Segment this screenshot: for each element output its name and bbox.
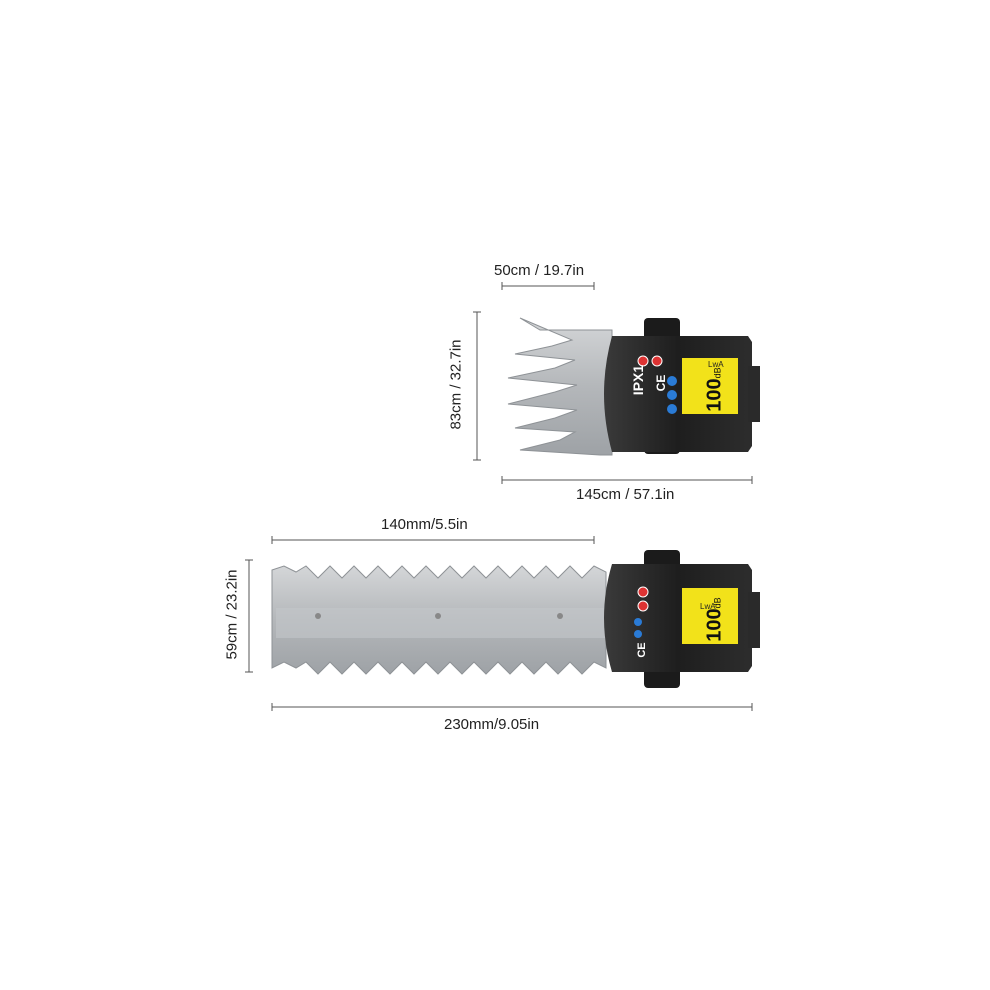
grass-shear-blade xyxy=(507,317,613,456)
decibel-number: 100 xyxy=(703,378,726,412)
top-height-label: 83cm / 32.7in xyxy=(447,339,465,430)
decibel-value: 100dB xyxy=(704,365,727,415)
grass-shear-yellow-label xyxy=(682,358,738,414)
top-width-label: 50cm / 19.7in xyxy=(494,262,585,279)
lwa-label-bottom: LwA xyxy=(700,602,716,611)
hedge-trimmer-icons xyxy=(634,586,649,638)
ce-mark-bottom: CE xyxy=(636,642,648,658)
decibel-unit-bottom: dB xyxy=(712,597,723,609)
bottom-blade-label: 140mm/5.5in xyxy=(381,516,468,533)
decibel-value-bottom: 100dB xyxy=(704,595,727,645)
decibel-unit: dB xyxy=(712,367,723,379)
ipx-rating-label: IPX1 xyxy=(630,364,646,396)
top-total-label: 145cm / 57.1in xyxy=(576,486,675,503)
lwa-label: LwA xyxy=(708,360,724,369)
hedge-trimmer-yellow-label xyxy=(682,588,738,644)
hedge-trimmer-blade xyxy=(271,565,607,675)
bottom-height-label: 59cm / 23.2in xyxy=(223,569,241,660)
bottom-total-label: 230mm/9.05in xyxy=(444,716,540,733)
ce-mark: CE xyxy=(654,374,668,392)
grass-shear-icons xyxy=(637,355,677,414)
dimension-lines xyxy=(245,282,753,711)
decibel-number-bottom: 100 xyxy=(703,608,726,642)
